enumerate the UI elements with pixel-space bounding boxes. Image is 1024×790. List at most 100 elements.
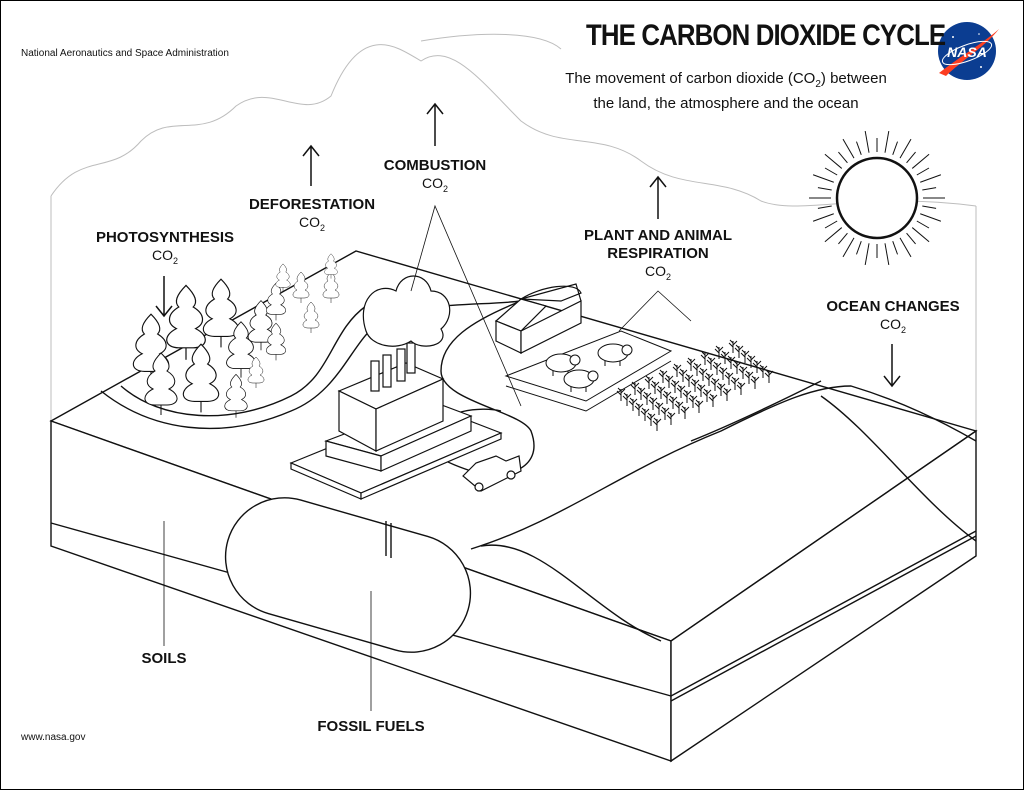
pig-icon — [563, 369, 599, 392]
crop-plant-icon — [648, 396, 658, 410]
sun-ray — [817, 187, 832, 191]
crop-plant-icon — [750, 375, 760, 389]
crop-plant-icon — [696, 383, 706, 397]
crop-plant-icon — [716, 382, 726, 396]
sun-ray — [911, 227, 930, 243]
sun-ray — [899, 138, 912, 159]
sun-ray — [884, 243, 890, 266]
nasa-logo-text: NASA — [947, 44, 987, 60]
sun-ray — [824, 153, 843, 169]
tree-icon — [266, 322, 286, 361]
sun-ray — [922, 187, 937, 191]
crop-field — [616, 339, 774, 431]
tree-icon — [247, 300, 275, 351]
tree-icon — [166, 284, 206, 360]
tree-icon — [202, 278, 240, 348]
sun-ray — [884, 130, 890, 153]
crop-plant-icon — [698, 367, 708, 381]
respiration-up-arrow — [649, 175, 667, 219]
crop-plant-icon — [706, 356, 716, 370]
crop-plant-icon — [674, 400, 684, 414]
co2-respiration: CO2 — [644, 263, 672, 282]
sun-ray — [824, 227, 843, 243]
crop-plant-icon — [658, 369, 668, 383]
sun-ray — [922, 205, 937, 209]
sun-ray — [920, 174, 942, 183]
sun-ray — [906, 232, 916, 245]
crop-plant-icon — [670, 379, 680, 393]
crop-plant-icon — [678, 368, 688, 382]
crop-plant-icon — [636, 386, 646, 400]
label-combustion: COMBUSTION — [383, 157, 487, 174]
sun-ray — [856, 141, 862, 155]
photosynthesis-down-arrow — [155, 276, 173, 318]
crop-plant-icon — [722, 387, 732, 401]
label-ocean-changes: OCEAN CHANGES — [826, 298, 960, 315]
crop-plant-icon — [668, 395, 678, 409]
crop-plant-icon — [672, 363, 682, 377]
crop-plant-icon — [728, 339, 738, 353]
crop-plant-icon — [634, 402, 644, 416]
sun-ray — [911, 153, 930, 169]
crop-plant-icon — [708, 393, 718, 407]
forest — [132, 253, 340, 418]
crop-plant-icon — [682, 389, 692, 403]
crop-plant-icon — [752, 359, 762, 373]
crop-plant-icon — [642, 391, 652, 405]
crop-plant-icon — [662, 390, 672, 404]
co2-combustion: CO2 — [421, 175, 449, 194]
crop-plant-icon — [714, 345, 724, 359]
crop-plant-icon — [628, 397, 638, 411]
crop-plant-icon — [644, 375, 654, 389]
crop-plant-icon — [666, 411, 676, 425]
crop-plant-icon — [738, 365, 748, 379]
crop-plant-icon — [702, 388, 712, 402]
crop-plant-icon — [688, 394, 698, 408]
tree-icon — [322, 271, 340, 303]
pig-icon — [597, 343, 633, 366]
crop-plant-icon — [690, 378, 700, 392]
label-photosynthesis: PHOTOSYNTHESIS — [95, 229, 235, 246]
crop-plant-icon — [694, 399, 704, 413]
nasa-logo-icon: NASA — [938, 22, 999, 80]
tree-icon — [247, 356, 265, 388]
crop-plant-icon — [684, 373, 694, 387]
sun-ray — [892, 241, 898, 255]
crop-plant-icon — [744, 370, 754, 384]
sun-ray — [812, 213, 834, 222]
crop-plant-icon — [622, 392, 632, 406]
crop-plant-icon — [758, 364, 768, 378]
leader-lines — [163, 204, 692, 711]
atmosphere-outline — [50, 33, 977, 431]
sun-ray — [842, 138, 855, 159]
deforestation-up-arrow — [302, 144, 320, 186]
sun-ray — [838, 151, 848, 164]
crop-plant-icon — [712, 361, 722, 375]
sun-ray — [920, 213, 942, 222]
tree-icon — [144, 352, 178, 415]
car — [462, 455, 522, 492]
ocean-down-arrow — [883, 344, 901, 388]
crop-plant-icon — [720, 350, 730, 364]
sun-ray — [916, 220, 930, 229]
co2-arrows — [155, 102, 901, 388]
crop-plant-icon — [692, 362, 702, 376]
crop-plant-icon — [650, 380, 660, 394]
sun-ray — [916, 167, 930, 176]
crop-plant-icon — [656, 385, 666, 399]
sun-ray — [899, 237, 912, 258]
factory — [289, 275, 503, 500]
sun-ray — [856, 241, 862, 255]
crop-plant-icon — [676, 384, 686, 398]
crop-plant-icon — [664, 374, 674, 388]
crop-plant-icon — [740, 349, 750, 363]
footer-url: www.nasa.gov — [21, 732, 86, 743]
crop-plant-icon — [726, 355, 736, 369]
crop-plant-icon — [732, 360, 742, 374]
crop-plant-icon — [734, 344, 744, 358]
tree-icon — [292, 271, 310, 303]
co2-photosynthesis: CO2 — [151, 247, 179, 266]
label-respiration-line1: PLANT AND ANIMAL — [583, 227, 733, 244]
sun-ray — [842, 237, 855, 258]
